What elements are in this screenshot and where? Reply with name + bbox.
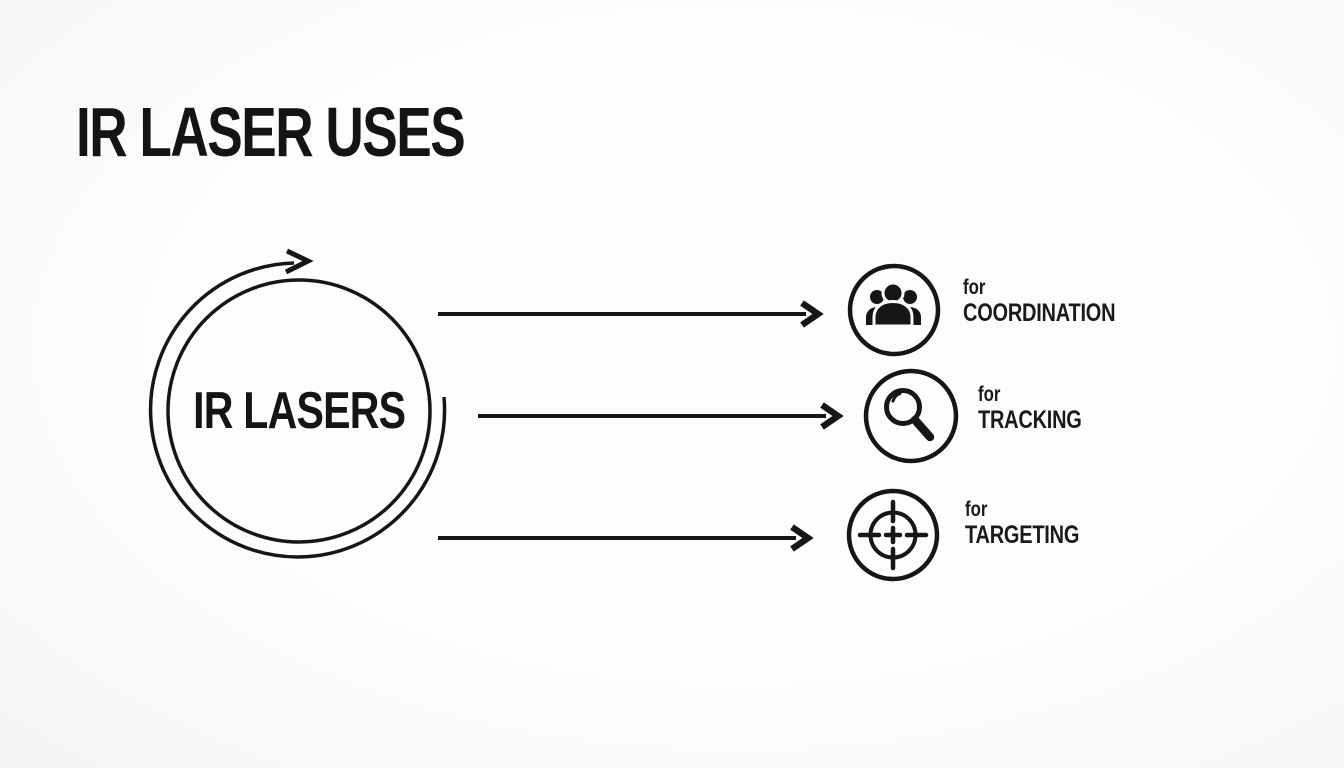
crosshair-target-icon <box>846 488 940 582</box>
use-label: COORDINATION <box>963 299 1116 327</box>
hub-label-box: IR LASERS <box>168 280 430 542</box>
use-prefix: for <box>978 383 1001 406</box>
use-item-coordination: for COORDINATION <box>963 275 1116 327</box>
cycle-arrow-icon <box>148 248 447 559</box>
use-prefix: for <box>965 498 988 521</box>
use-prefix: for <box>963 276 986 299</box>
hub-label: IR LASERS <box>192 382 406 440</box>
hub-circle <box>166 278 432 544</box>
page-title: IR LASER USES <box>76 92 466 171</box>
use-item-tracking: for TRACKING <box>978 382 1082 434</box>
use-label: TARGETING <box>965 521 1080 549</box>
use-label: TRACKING <box>978 406 1082 434</box>
people-group-icon <box>847 263 941 357</box>
arrow-targeting <box>438 524 814 552</box>
arrow-tracking <box>478 402 844 430</box>
magnifier-icon <box>863 368 959 464</box>
use-item-targeting: for TARGETING <box>965 497 1079 549</box>
arrow-coordination <box>438 300 824 328</box>
